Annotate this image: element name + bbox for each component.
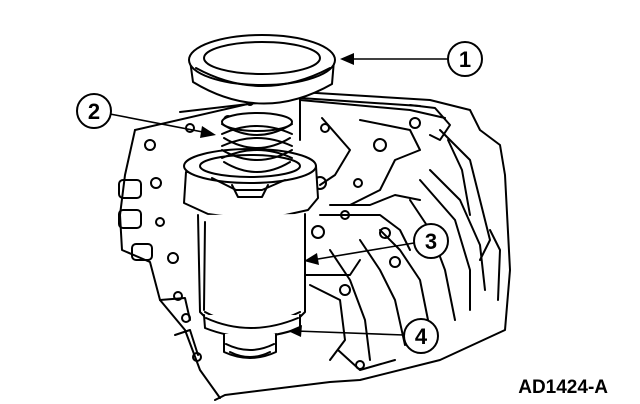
accumulator-piston <box>183 148 319 359</box>
callout-label-1: 1 <box>459 47 471 72</box>
callout-circle-4 <box>403 318 439 354</box>
leader-lines <box>109 58 449 336</box>
callout-circle-3 <box>413 223 449 259</box>
arrow-head-3 <box>304 253 319 265</box>
figure-id: AD1424-A <box>518 377 608 398</box>
arrow-head-2 <box>200 126 216 138</box>
callout-circle-2 <box>76 93 112 129</box>
accumulator-spring <box>221 112 293 173</box>
callout-label-2: 2 <box>88 99 100 124</box>
arrow-head-1 <box>340 53 354 65</box>
accumulator-cover <box>188 34 336 105</box>
callout-label-4: 4 <box>415 324 428 349</box>
arrow-head-4 <box>288 325 302 337</box>
valve-body <box>118 91 511 401</box>
callout-label-3: 3 <box>425 229 437 254</box>
callout-circle-1 <box>447 41 483 77</box>
